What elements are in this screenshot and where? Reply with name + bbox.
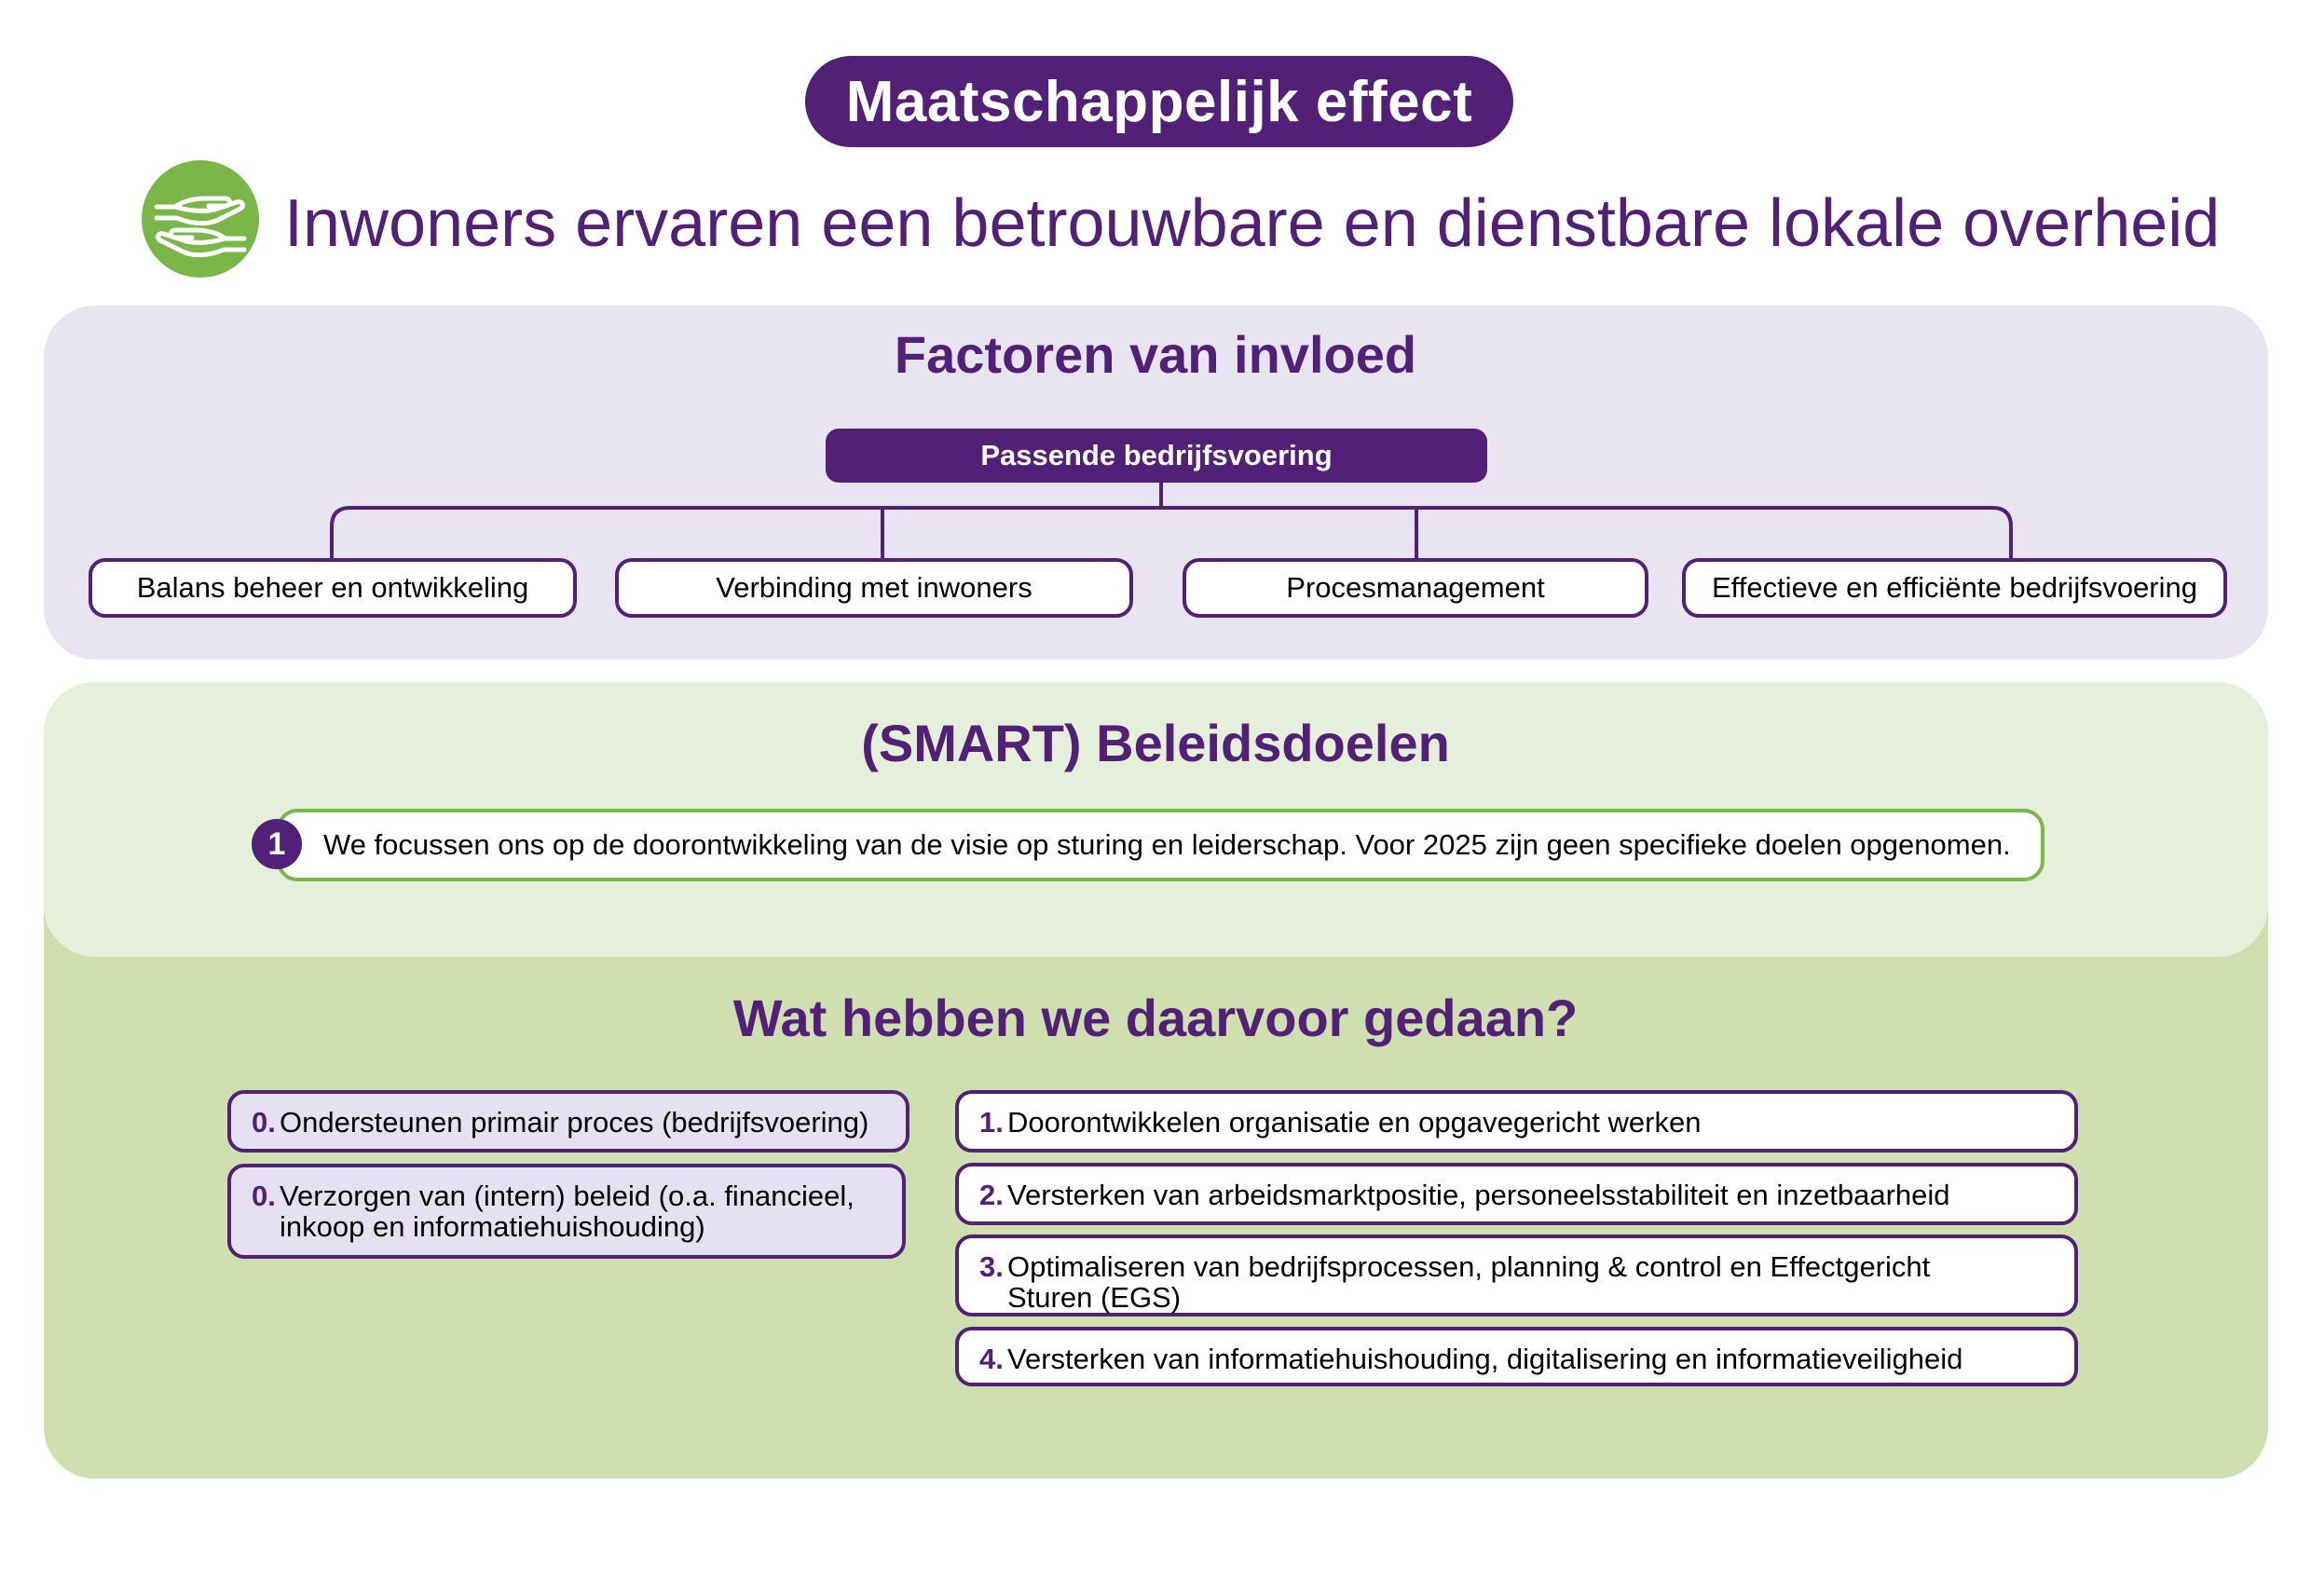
factor-item: Balans beheer en ontwikkeling <box>89 558 577 618</box>
activity-item: 4. Versterken van informatiehuishouding,… <box>955 1327 2078 1386</box>
activity-text: Doorontwikkelen organisatie en opgaveger… <box>1007 1106 1702 1139</box>
activity-text: Versterken van informatiehuishouding, di… <box>1007 1343 1963 1375</box>
factor-item: Effectieve en efficiënte bedrijfsvoering <box>1682 558 2227 618</box>
activity-number: 1. <box>979 1106 1004 1139</box>
goal-number-badge: 1 <box>252 819 302 869</box>
factor-main-box: Passende bedrijfsvoering <box>826 429 1487 483</box>
effect-label: Maatschappelijk effect <box>805 56 1513 147</box>
activity-number: 0. <box>252 1180 276 1212</box>
activity-number: 2. <box>979 1179 1004 1211</box>
effect-statement: Inwoners ervaren een betrouwbare en dien… <box>284 186 2221 261</box>
factor-item: Verbinding met inwoners <box>615 558 1133 618</box>
goal-item: We focussen ons op de doorontwikkeling v… <box>277 809 2044 881</box>
activities-title: Wat hebben we daarvoor gedaan? <box>732 989 1579 1047</box>
activity-number: 4. <box>979 1343 1004 1375</box>
activity-number: 3. <box>979 1250 1004 1283</box>
activity-item: 0. Verzorgen van (intern) beleid (o.a. f… <box>227 1164 906 1259</box>
activity-item: 3. Optimaliseren van bedrijfsprocessen, … <box>955 1235 2078 1316</box>
factors-title: Factoren van invloed <box>894 325 1417 384</box>
goal-text: We focussen ons op de doorontwikkeling v… <box>323 828 2011 861</box>
hands-icon <box>140 158 261 280</box>
factor-item: Procesmanagement <box>1183 558 1648 618</box>
goals-title: (SMART) Beleidsdoelen <box>861 714 1450 772</box>
activity-text: Verzorgen van (intern) beleid (o.a. fina… <box>280 1180 855 1243</box>
activity-number: 0. <box>252 1106 276 1139</box>
activity-text: Optimaliseren van bedrijfsprocessen, pla… <box>1007 1250 1931 1314</box>
activity-text: Ondersteunen primair proces (bedrijfsvoe… <box>280 1106 869 1139</box>
activity-text: Versterken van arbeidsmarktpositie, pers… <box>1007 1179 1950 1211</box>
activity-item: 2. Versterken van arbeidsmarktpositie, p… <box>955 1163 2078 1225</box>
activity-item: 0. Ondersteunen primair proces (bedrijfs… <box>227 1090 909 1153</box>
activity-item: 1. Doorontwikkelen organisatie en opgave… <box>955 1090 2078 1153</box>
